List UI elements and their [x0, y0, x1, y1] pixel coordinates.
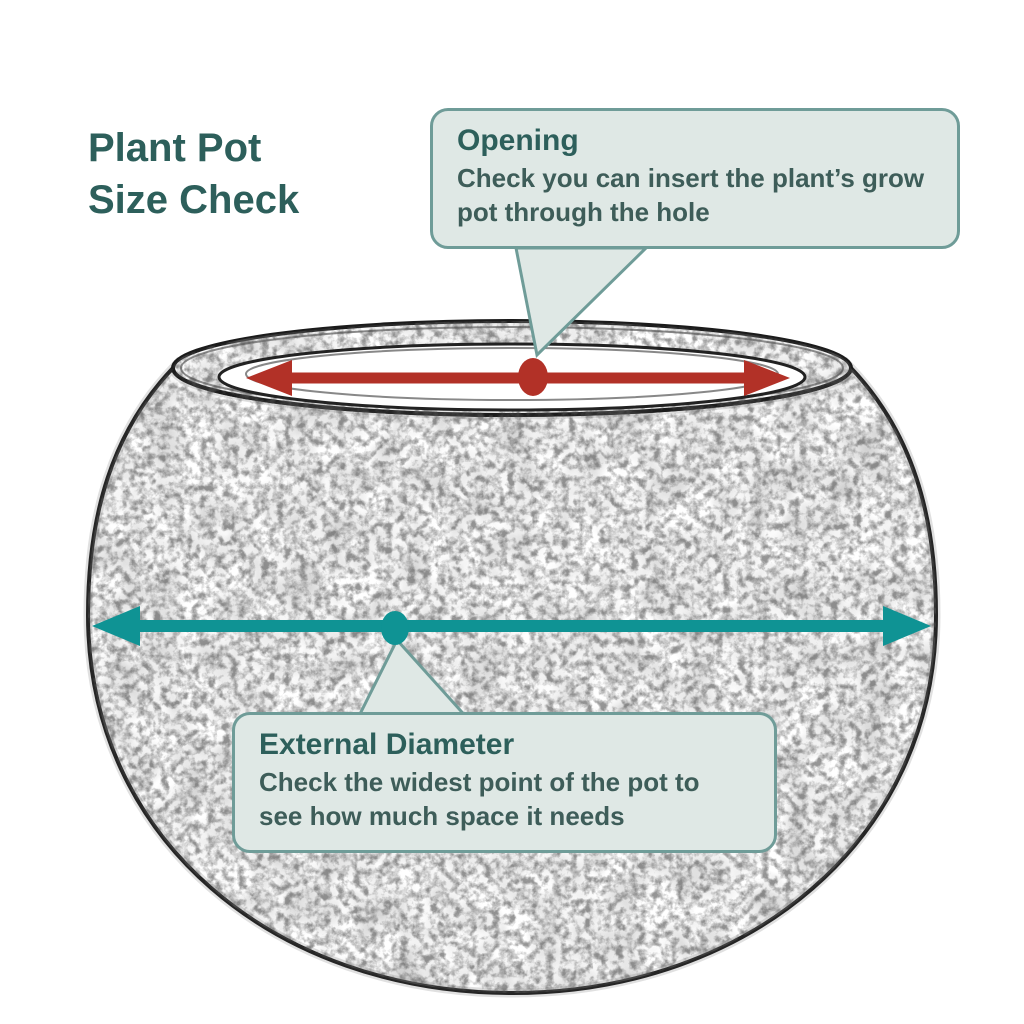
opening-callout: Opening Check you can insert the plant’s…	[430, 108, 960, 249]
opening-midpoint-dot	[518, 358, 548, 396]
external-callout-body: Check the widest point of the pot to see…	[259, 767, 700, 831]
external-diameter-callout: External Diameter Check the widest point…	[232, 712, 777, 853]
external-midpoint-dot	[381, 611, 409, 645]
page-title: Plant Pot Size Check	[88, 122, 299, 226]
opening-callout-body: Check you can insert the plant’s grow po…	[457, 163, 925, 227]
opening-arrow-right-head	[744, 360, 790, 396]
external-arrow-left-head	[92, 606, 140, 646]
pot-illustration	[83, 319, 941, 998]
page-title-line2: Size Check	[88, 178, 300, 222]
opening-arrow-left-head	[246, 360, 292, 396]
external-diameter-arrow	[92, 606, 931, 646]
external-callout-title: External Diameter	[259, 728, 515, 761]
external-arrow-right-head	[883, 606, 931, 646]
page-title-line1: Plant Pot	[88, 126, 262, 170]
opening-arrow	[246, 358, 790, 396]
opening-callout-title: Opening	[457, 124, 579, 157]
